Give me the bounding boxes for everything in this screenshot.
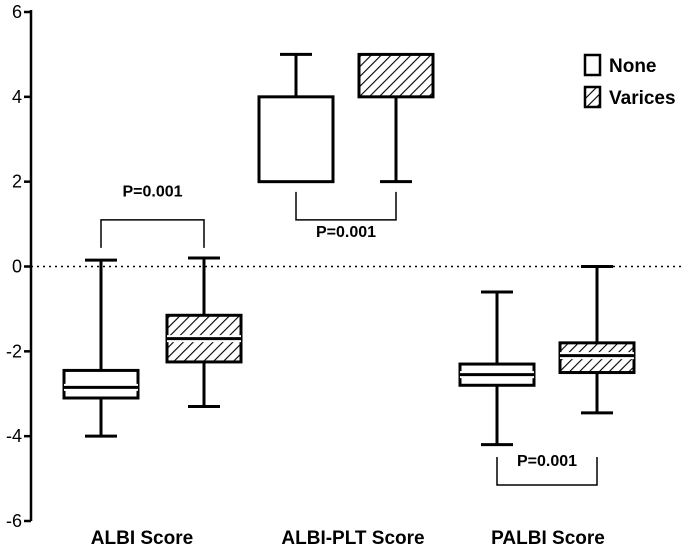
y-tick-label: -4	[6, 426, 22, 446]
y-tick-label: 0	[12, 257, 22, 277]
box-iqr	[257, 95, 335, 184]
p-value-bracket	[100, 219, 205, 248]
p-value-bracket	[496, 456, 598, 486]
box-varices-1	[357, 52, 435, 184]
y-tick-label: 4	[12, 87, 22, 107]
category-label-palbi: PALBI Score	[491, 528, 605, 547]
box-none-0	[62, 258, 140, 438]
p-value-label: P=0.001	[517, 453, 577, 470]
p-value-label: P=0.001	[122, 184, 182, 201]
box-none-1	[257, 52, 335, 184]
p-value-label: P=0.001	[316, 224, 376, 241]
boxes	[62, 52, 636, 447]
p-value-bracket	[295, 191, 397, 221]
legend-label-varices: Varices	[609, 88, 676, 109]
y-ticks	[24, 10, 31, 523]
y-tick-label: 2	[12, 172, 22, 192]
y-tick-label: 6	[12, 2, 22, 22]
legend: None Varices	[583, 53, 676, 109]
y-tick-label: -2	[6, 341, 22, 361]
category-label-albi: ALBI Score	[91, 528, 193, 547]
legend-label-none: None	[609, 56, 657, 77]
y-tick-labels: -6 -4 -2 0 2 4 6	[6, 2, 22, 531]
x-axis-labels: ALBI Score ALBI-PLT Score PALBI Score	[91, 528, 605, 547]
box-iqr	[357, 52, 435, 99]
box-none-2	[458, 290, 536, 447]
box-varices-2	[558, 265, 636, 415]
box-varices-0	[165, 256, 243, 408]
y-tick-label: -6	[6, 511, 22, 531]
legend-swatch-none	[583, 53, 602, 77]
category-label-albi-plt: ALBI-PLT Score	[281, 528, 424, 547]
legend-swatch-varices	[583, 85, 602, 109]
